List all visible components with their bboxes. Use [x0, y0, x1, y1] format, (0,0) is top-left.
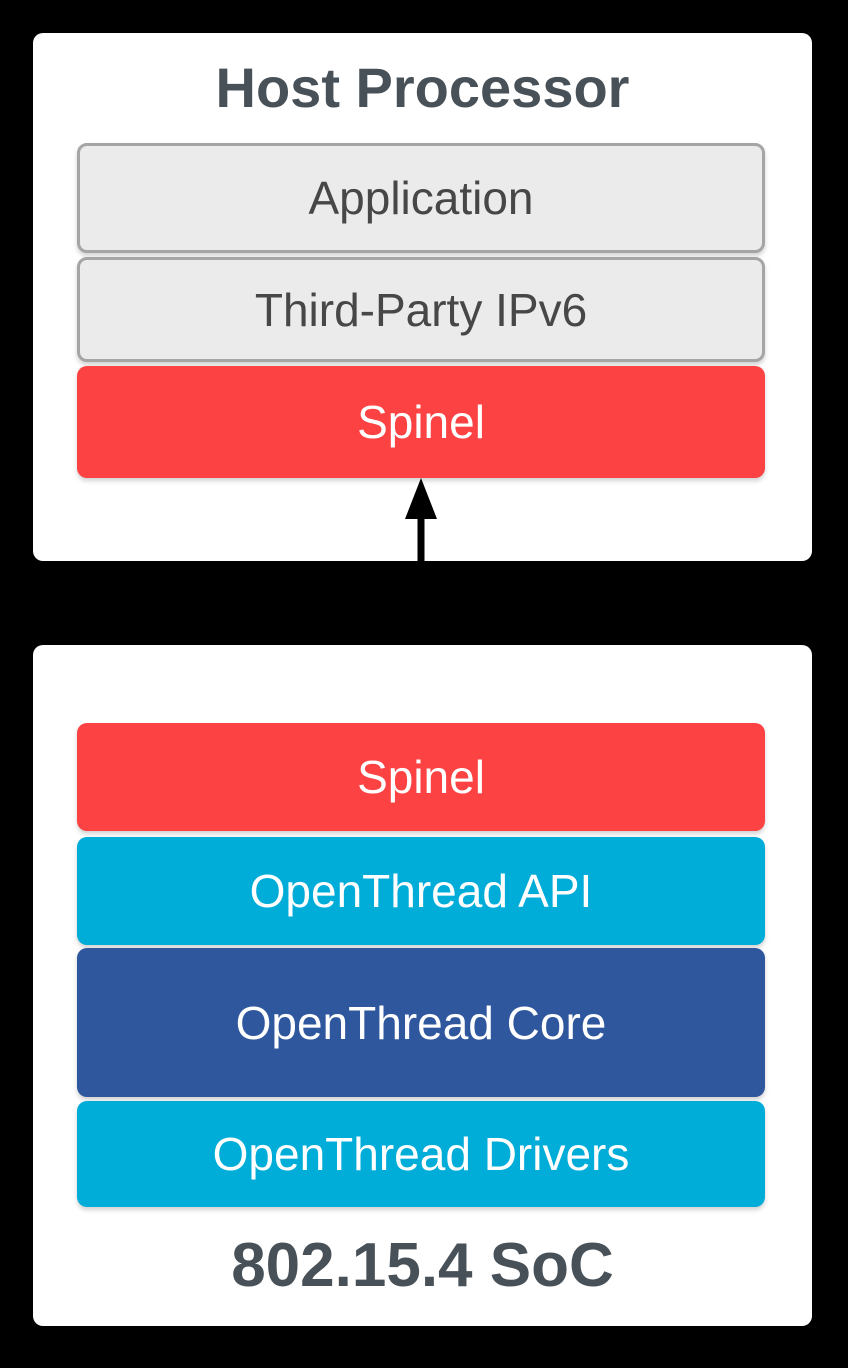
layer-spinel-soc-label: Spinel — [357, 751, 485, 803]
layer-openthread-core-label: OpenThread Core — [235, 996, 607, 1049]
host-processor-container: Host Processor Application Third-Party I… — [33, 33, 812, 561]
layer-third-party-ipv6: Third-Party IPv6 — [77, 257, 765, 362]
layer-openthread-core: OpenThread Core — [77, 948, 765, 1097]
layer-application: Application — [77, 143, 765, 253]
layer-openthread-drivers-label: OpenThread Drivers — [212, 1128, 630, 1180]
layer-spinel-host: Spinel — [77, 366, 765, 478]
soc-container: Spinel OpenThread API OpenThread Core Op… — [33, 645, 812, 1326]
host-processor-title: Host Processor — [215, 56, 630, 119]
layer-application-label: Application — [308, 172, 534, 224]
layer-openthread-drivers: OpenThread Drivers — [77, 1101, 765, 1207]
layer-openthread-api-label: OpenThread API — [249, 865, 593, 917]
layer-spinel-soc: Spinel — [77, 723, 765, 831]
layer-spinel-host-label: Spinel — [357, 396, 485, 448]
layer-third-party-ipv6-label: Third-Party IPv6 — [254, 283, 588, 336]
soc-title: 802.15.4 SoC — [231, 1231, 614, 1300]
layer-openthread-api: OpenThread API — [77, 837, 765, 945]
